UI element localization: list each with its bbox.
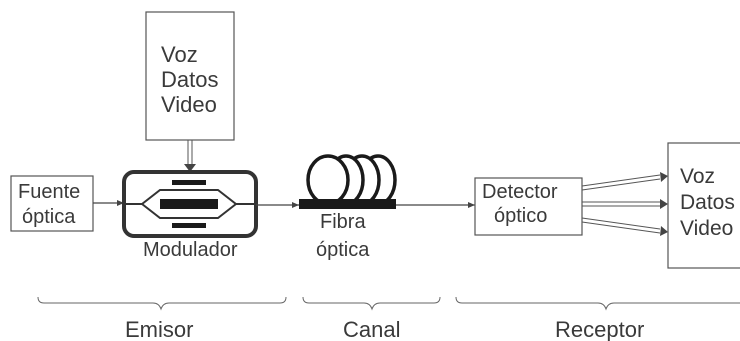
emisor-brace <box>37 296 287 311</box>
section-label-receptor: Receptor <box>555 317 644 341</box>
input-label-video: Video <box>161 92 217 117</box>
modulator: Modulador <box>122 170 258 261</box>
detector-to-output-arrows <box>581 172 668 236</box>
input-label-datos: Datos <box>161 67 218 92</box>
source-label-line1: Fuente <box>18 181 80 203</box>
fiber-label-line2: óptica <box>316 239 370 261</box>
detector-label-line1: Detector <box>482 181 558 203</box>
source-label-line2: óptica <box>22 206 76 228</box>
output-label-video: Video <box>680 217 733 240</box>
optical-fiber: Fibra óptica <box>299 154 397 261</box>
output-label-datos: Datos <box>680 191 735 214</box>
section-label-emisor: Emisor <box>125 317 193 341</box>
input-signals-box: Voz Datos Video <box>145 11 235 141</box>
output-signals-box: Voz Datos Video <box>667 142 740 269</box>
input-to-modulator-arrow <box>184 140 196 172</box>
modulator-label: Modulador <box>143 239 238 261</box>
canal-brace <box>302 296 441 311</box>
optical-detector-box: Detector óptico <box>474 177 583 236</box>
input-label-voz: Voz <box>161 42 198 67</box>
section-label-canal: Canal <box>343 317 400 341</box>
optical-source-box: Fuente óptica <box>10 175 94 232</box>
detector-label-line2: óptico <box>494 205 547 227</box>
receptor-brace <box>455 296 740 311</box>
output-label-voz: Voz <box>680 165 715 188</box>
fiber-label-line1: Fibra <box>320 211 366 233</box>
